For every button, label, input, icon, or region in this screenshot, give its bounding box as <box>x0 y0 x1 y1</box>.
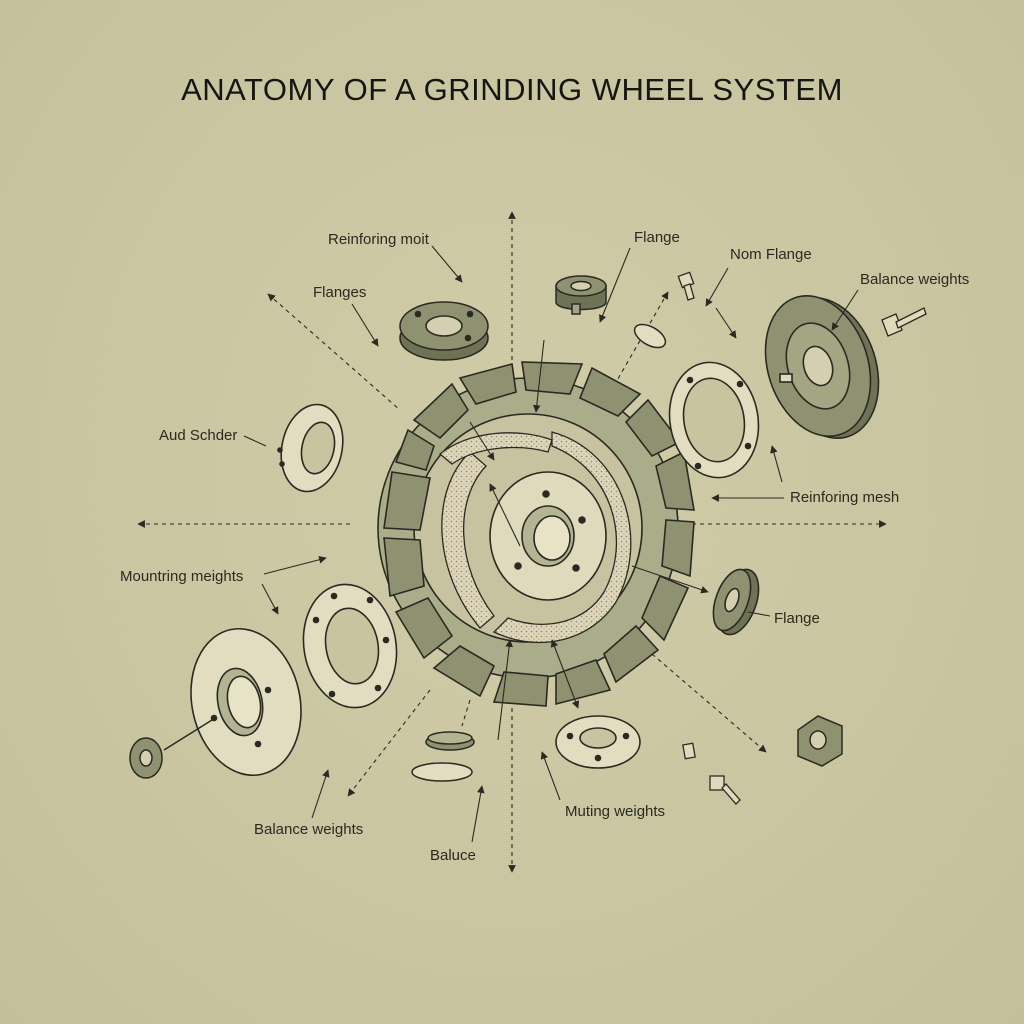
leader-mountring-meights <box>263 556 327 575</box>
label-balance-weights-bottom: Balance weights <box>254 821 364 838</box>
label-nom-flange: Nom Flange <box>730 246 812 263</box>
diagram-title: ANATOMY OF A GRINDING WHEEL SYSTEM <box>181 72 843 107</box>
flange-right-large <box>764 295 880 439</box>
leader-center-top <box>532 339 545 413</box>
label-muting-weights: Muting weights <box>565 803 666 820</box>
leader-arrows <box>243 245 859 843</box>
leader-reinforing-moit <box>431 245 463 283</box>
leader-aud-schder <box>243 435 267 447</box>
flange-top-left <box>399 301 489 361</box>
label-mountring-meights: Mountring meights <box>120 568 244 585</box>
label-flange-right: Flange <box>774 610 820 627</box>
bolt-right <box>881 307 927 337</box>
leader-flange-right <box>747 611 771 617</box>
nut-bottom-right <box>797 715 843 767</box>
leader-balance-weights-top <box>831 289 859 331</box>
leader-flanges <box>351 303 379 347</box>
leader-mesh-left <box>469 421 495 461</box>
ring-left <box>277 403 344 493</box>
balance-pin <box>129 719 213 779</box>
leader-reinforing-mesh-2 <box>770 445 783 483</box>
label-reinforing-mesh: Reinforing mesh <box>790 489 900 506</box>
leader-flange-top <box>599 247 631 323</box>
bolt-bottom <box>682 742 741 805</box>
label-flange-top: Flange <box>634 229 680 246</box>
flange-top-small <box>555 275 607 315</box>
reinforcing-mesh-arcs <box>438 431 632 644</box>
leader-muting-weights <box>540 751 561 801</box>
leader-nom-flange <box>705 267 729 307</box>
ring-bottom-left <box>302 583 398 709</box>
leader-rim-bottom <box>550 639 580 709</box>
leader-center-bottom <box>497 639 513 741</box>
leader-baluce <box>471 785 485 843</box>
diagonal-guide-bl <box>347 689 431 797</box>
label-aud-schder: Aud Schder <box>159 427 238 444</box>
label-baluce: Baluce <box>430 847 476 864</box>
diagonal-guide-tl <box>267 293 401 411</box>
leader-nom-flange-2 <box>715 307 737 339</box>
flange-right-small <box>712 568 760 636</box>
ring-bottom-middle <box>555 715 641 769</box>
label-balance-weights-top: Balance weights <box>860 271 970 288</box>
dash-small-1 <box>461 699 471 727</box>
washer-top <box>633 323 667 349</box>
label-reinforing-moit: Reinforing moit <box>328 231 429 248</box>
leader-mountring-meights-2 <box>261 583 279 615</box>
ring-right <box>668 361 760 479</box>
leader-hub-left <box>489 483 521 547</box>
diagonal-guide-br <box>651 653 767 753</box>
leader-balance-weights-bottom <box>311 769 330 819</box>
flange-bottom-left-large <box>190 627 302 777</box>
washers-bottom <box>411 731 475 782</box>
label-flanges: Flanges <box>313 284 367 301</box>
bolt-top <box>677 271 695 301</box>
center-hub <box>489 471 607 601</box>
leader-hub-to-flange <box>631 565 709 594</box>
